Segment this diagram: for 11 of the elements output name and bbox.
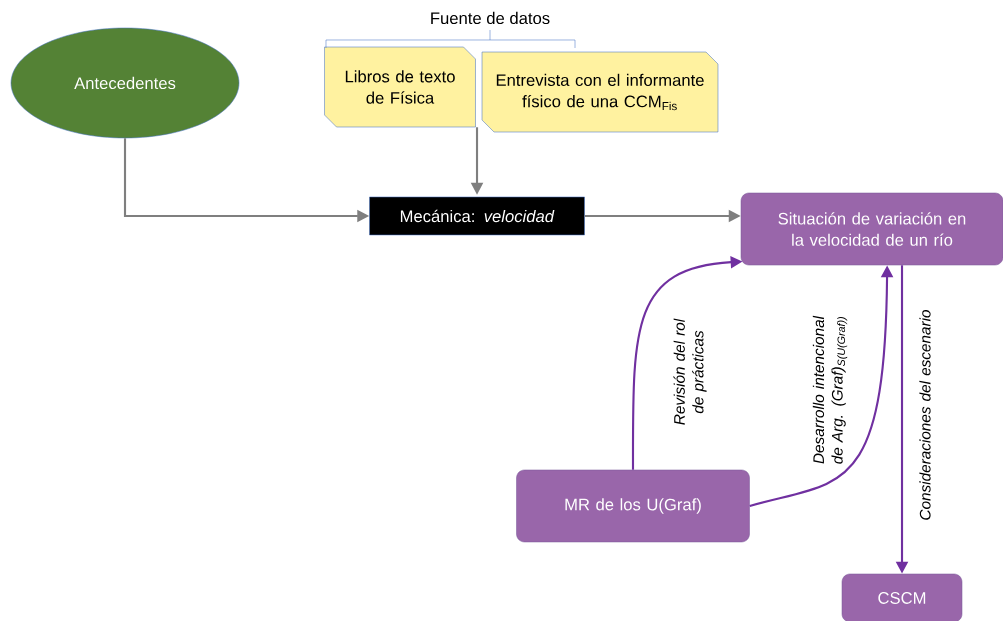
snipped-box: Entrevista con el informante físico de una CCM$_{Fis}$ <box>481 51 719 133</box>
edge-label: Consideraciones del escenario <box>919 310 931 520</box>
rounded-box: CSCM <box>841 573 963 621</box>
process-box: Mecánica: velocidad <box>369 196 585 236</box>
rounded-box: MR de los U(Graf) <box>516 469 750 543</box>
rounded-box: Situación de variación en la velocidad de un río <box>740 192 1003 266</box>
edge-label: Revisión del rol de prácticas <box>673 318 707 425</box>
edge-label: Desarrollo intencional de Arg. (Graf)$_{S(U(Graf))}$ <box>812 315 848 464</box>
heading: Fuente de datos <box>431 11 550 25</box>
snipped-box: Libros de texto de Física <box>324 46 476 128</box>
ellipse-node: Antecedentes <box>10 27 240 139</box>
